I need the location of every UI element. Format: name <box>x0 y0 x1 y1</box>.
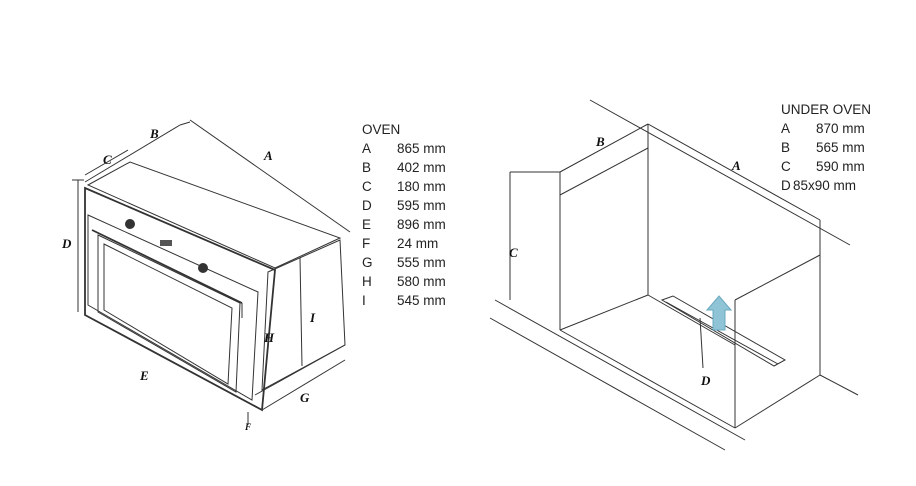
spec-value: 565 mm <box>816 140 865 155</box>
spec-key: H <box>362 274 372 289</box>
oven-label-b: B <box>149 126 159 141</box>
oven-label-d: D <box>61 236 72 251</box>
spec-value: 555 mm <box>397 255 446 270</box>
oven-label-c: C <box>103 152 112 167</box>
spec-value: 402 mm <box>397 160 446 175</box>
spec-value: 595 mm <box>397 198 446 213</box>
oven-label-a: A <box>263 148 273 163</box>
under-oven-spec-title: UNDER OVEN <box>781 102 872 117</box>
cavity-label-b: B <box>595 134 605 149</box>
spec-value: 590 mm <box>816 159 865 174</box>
spec-row: B 565 mm <box>781 138 871 157</box>
spec-row: G 555 mm <box>362 253 446 272</box>
spec-row: H 580 mm <box>362 272 446 291</box>
spec-row: B 402 mm <box>362 158 446 177</box>
spec-value: 24 mm <box>397 236 439 251</box>
oven-label-i: I <box>309 310 316 325</box>
spec-key: G <box>362 255 373 270</box>
spec-row: C 180 mm <box>362 177 446 196</box>
spec-key: I <box>362 293 366 308</box>
oven-spec-list: OVEN A 865 mm B 402 mm C 180 mm D 595 mm E 896 mm… <box>362 120 446 310</box>
oven-drawing: A B C D E F G H I <box>61 119 351 432</box>
spec-row: I 545 mm <box>362 291 446 310</box>
spec-row: E 896 mm <box>362 215 446 234</box>
oven-label-h: H <box>263 330 275 345</box>
spec-key: D <box>362 198 372 213</box>
spec-value: 85x90 mm <box>793 178 857 193</box>
cavity-label-d: D <box>700 373 711 388</box>
spec-key: D <box>781 178 791 193</box>
spec-key: F <box>362 236 371 251</box>
spec-value: 896 mm <box>397 217 446 232</box>
spec-value: 870 mm <box>816 121 865 136</box>
oven-label-f: F <box>244 422 251 432</box>
oven-label-e: E <box>139 368 149 383</box>
cavity-label-a: A <box>731 158 741 173</box>
spec-key: B <box>781 140 791 155</box>
spec-row: F 24 mm <box>362 234 446 253</box>
spec-value: 545 mm <box>397 293 446 308</box>
spec-key: A <box>362 141 372 156</box>
spec-key: C <box>781 159 791 174</box>
spec-row: A 870 mm <box>781 119 871 138</box>
spec-value: 580 mm <box>397 274 446 289</box>
spec-key: A <box>781 121 791 136</box>
spec-value: 180 mm <box>397 179 446 194</box>
oven-label-g: G <box>300 390 310 405</box>
cavity-drawing: B A C D <box>489 99 859 451</box>
spec-row: D 595 mm <box>362 196 446 215</box>
spec-row: C 590 mm <box>781 157 871 176</box>
spec-key: C <box>362 179 372 194</box>
spec-key: B <box>362 160 372 175</box>
cavity-label-c: C <box>509 245 518 260</box>
spec-value: 865 mm <box>397 141 446 156</box>
spec-key: E <box>362 217 372 232</box>
spec-row: A 865 mm <box>362 139 446 158</box>
oven-spec-title: OVEN <box>362 122 401 137</box>
